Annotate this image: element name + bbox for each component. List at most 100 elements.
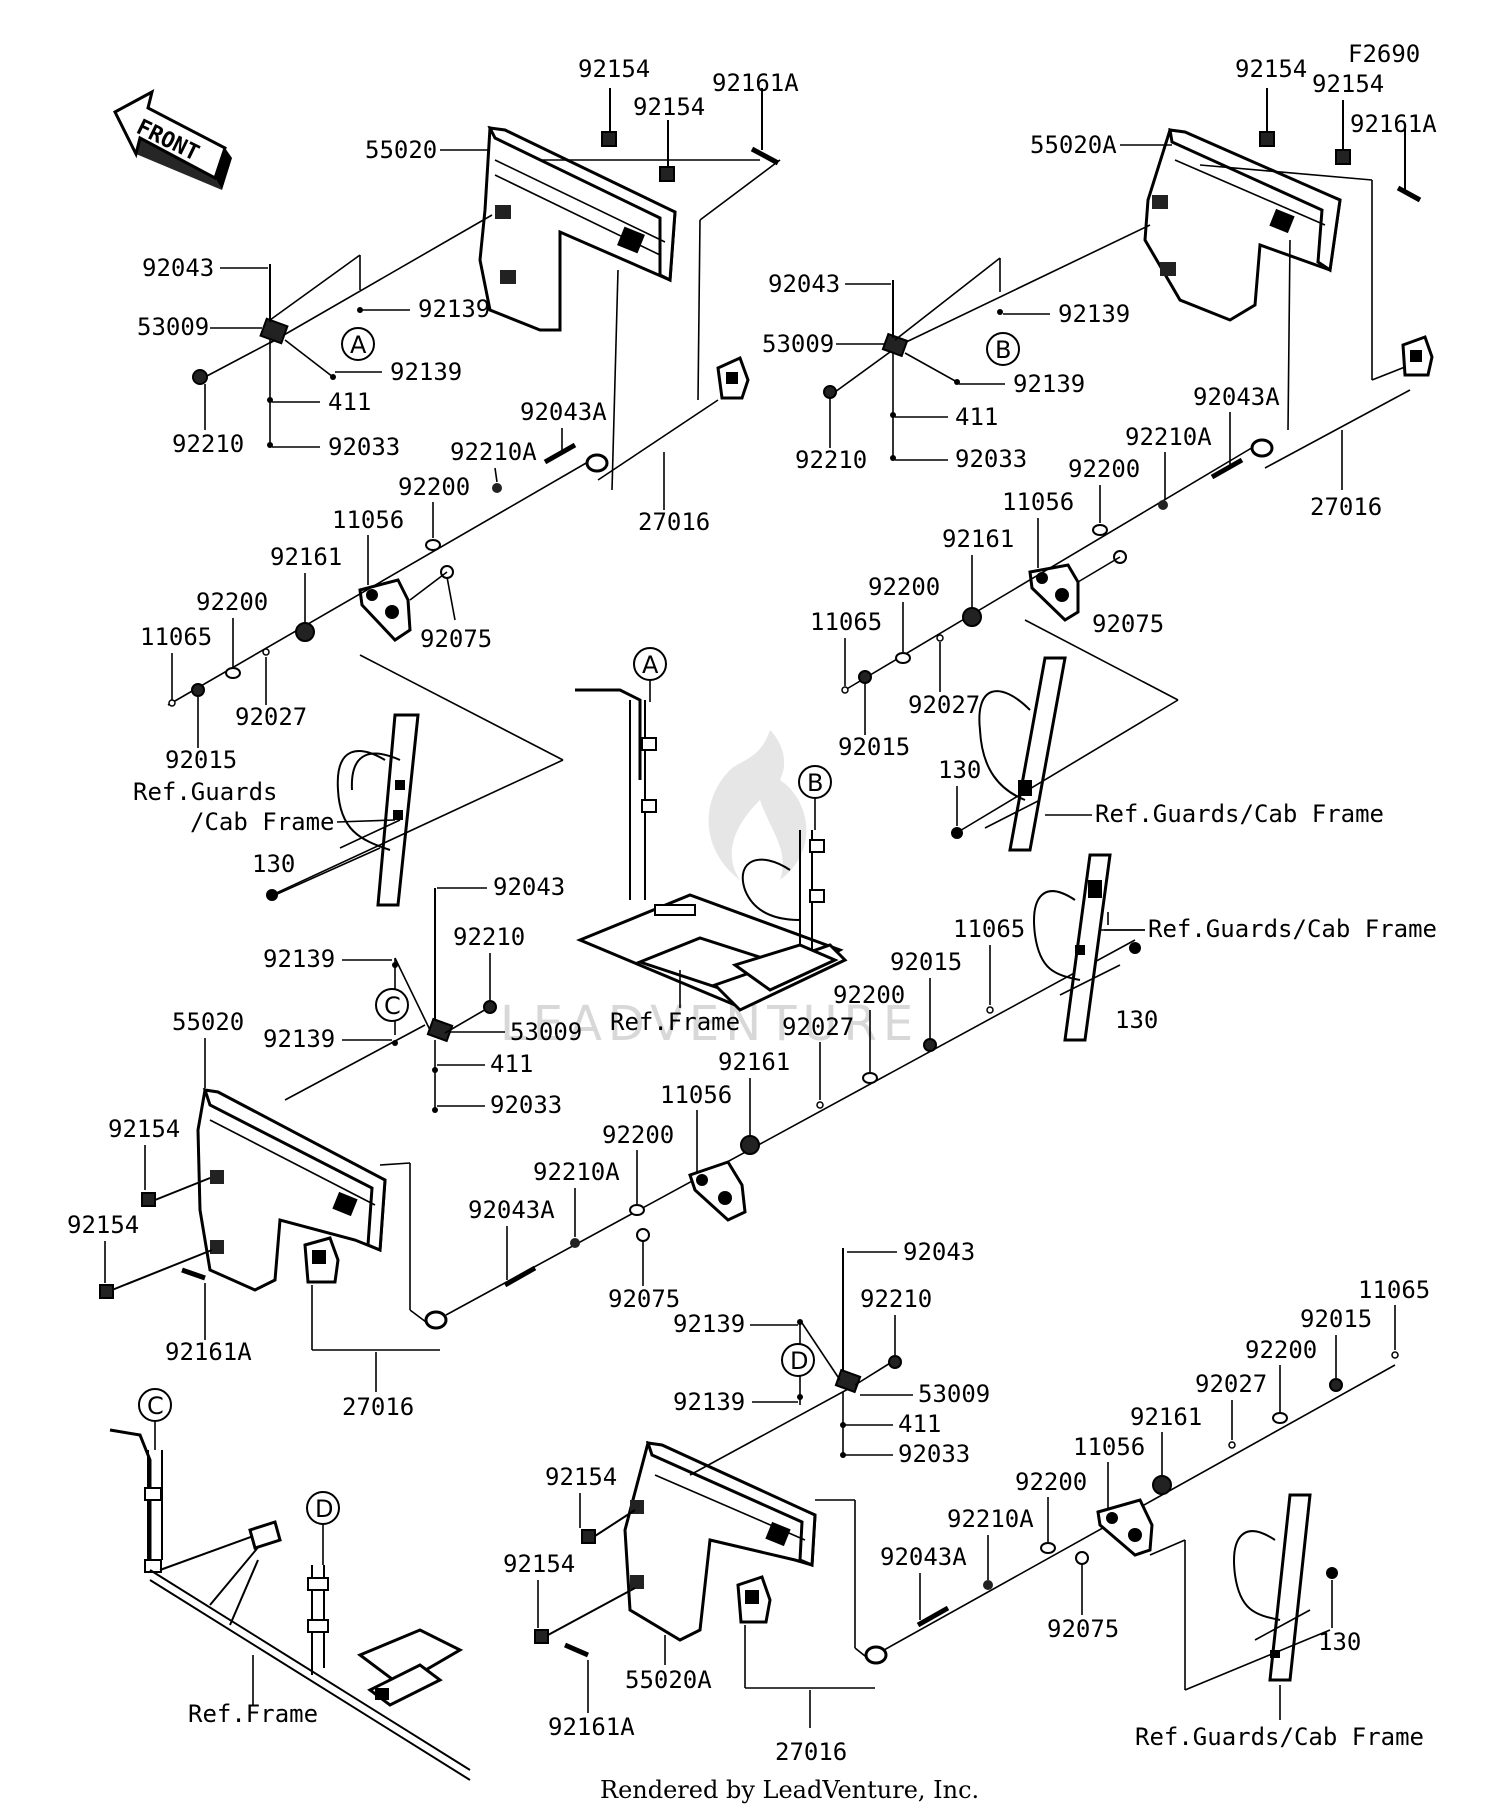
ref-frame-center-label: Ref.Frame	[610, 1008, 740, 1036]
collar-92027	[816, 1101, 824, 1109]
label-92200: 92200	[1245, 1336, 1317, 1364]
assembly-middle-left	[99, 853, 1145, 1392]
bracket-53009	[799, 1248, 896, 1455]
label-55020A: 55020A	[1030, 131, 1117, 159]
bolt-92043A	[543, 442, 577, 465]
label-92210: 92210	[172, 430, 244, 458]
bolt-130	[951, 827, 963, 839]
label-92015: 92015	[890, 948, 962, 976]
label-92139: 92139	[390, 358, 462, 386]
assembly-top-right	[823, 88, 1434, 852]
ref-guards-cab-bottom-right: Ref.Guards/Cab Frame	[1135, 1723, 1424, 1751]
ref-guards-line2: /Cab Frame	[190, 808, 335, 836]
label-27016: 27016	[342, 1393, 414, 1421]
label-92200: 92200	[196, 588, 268, 616]
guard-tube-top-right	[978, 656, 1067, 852]
ref-guards-cab-top-right: Ref.Guards/Cab Frame	[1095, 800, 1384, 828]
bolt-92154	[534, 1587, 636, 1644]
callout-b-top-right: B	[986, 332, 1020, 366]
bushing-92161	[740, 1135, 760, 1155]
watermark-text: LEADVENTURE	[500, 996, 919, 1052]
label-11065: 11065	[140, 623, 212, 651]
mount-11056	[688, 1160, 747, 1222]
collar-92027	[1228, 1441, 1236, 1449]
label-92154: 92154	[578, 55, 650, 83]
collar-92027	[262, 648, 270, 656]
hook-27016	[303, 1236, 340, 1284]
nut-92210A	[570, 1238, 580, 1248]
label-92043: 92043	[142, 254, 214, 282]
label-92200: 92200	[602, 1121, 674, 1149]
washer-92015	[191, 683, 205, 697]
footer-rendered-by: Rendered by LeadVenture, Inc.	[600, 1776, 979, 1804]
label-92043A: 92043A	[880, 1543, 967, 1571]
label-92043A: 92043A	[1193, 383, 1280, 411]
label-92200: 92200	[868, 573, 940, 601]
label-92033: 92033	[328, 433, 400, 461]
label-411: 411	[955, 403, 998, 431]
label-411: 411	[490, 1050, 533, 1078]
washer-92015	[858, 670, 872, 684]
ring-27016	[585, 453, 609, 473]
ring-27016	[424, 1310, 448, 1330]
bolt-92043A	[1210, 457, 1244, 480]
label-92210A: 92210A	[533, 1158, 620, 1186]
label-92200: 92200	[1015, 1468, 1087, 1496]
washer-92200	[425, 539, 441, 551]
label-92075: 92075	[420, 625, 492, 653]
label-53009: 53009	[510, 1018, 582, 1046]
label-92200: 92200	[1068, 455, 1140, 483]
bolt-92154	[141, 1177, 211, 1207]
label-92200: 92200	[833, 981, 905, 1009]
bushing-92161	[1152, 1475, 1172, 1495]
label-92139: 92139	[1058, 300, 1130, 328]
washer-92200	[1040, 1542, 1056, 1554]
pin-92161A	[564, 1642, 589, 1658]
bolt-92154	[1335, 100, 1351, 165]
label-92075: 92075	[1092, 610, 1164, 638]
svg-text:C: C	[147, 1392, 164, 1420]
label-92027: 92027	[1195, 1370, 1267, 1398]
label-92139: 92139	[673, 1310, 745, 1338]
front-arrow-icon: FRONT	[113, 89, 232, 190]
nut-92210	[823, 385, 837, 399]
bolt-92154	[99, 1249, 213, 1299]
figure-code: F2690	[1348, 40, 1420, 68]
label-27016: 27016	[1310, 493, 1382, 521]
label-92033: 92033	[898, 1440, 970, 1468]
label-92161A: 92161A	[1350, 110, 1437, 138]
svg-text:B: B	[807, 769, 823, 797]
assembly-top-left	[167, 88, 781, 907]
assembly-bottom-right	[534, 1248, 1399, 1728]
bumper-55020-top-left	[478, 125, 677, 332]
label-92154: 92154	[633, 93, 705, 121]
ref-guards-cab-middle-right: Ref.Guards/Cab Frame	[1148, 915, 1437, 943]
bushing-92075	[1075, 1551, 1089, 1565]
bracket-53009	[394, 888, 489, 1110]
label-411: 411	[898, 1410, 941, 1438]
nut-11065	[841, 686, 849, 694]
svg-text:D: D	[315, 1495, 333, 1523]
label-130: 130	[938, 756, 981, 784]
ref-frame-bottom-left: Ref.Frame	[109, 1428, 471, 1781]
label-92210: 92210	[860, 1285, 932, 1313]
label-92161: 92161	[270, 543, 342, 571]
nut-92210A	[983, 1580, 993, 1590]
label-92139: 92139	[673, 1388, 745, 1416]
ref-frame-center: Ref.Frame	[575, 688, 848, 1036]
pin-92161A	[750, 88, 780, 166]
nut-92210	[483, 1000, 497, 1014]
label-11065: 11065	[953, 915, 1025, 943]
bumper-55020A-bottom-right	[623, 1387, 851, 1642]
label-27016: 27016	[638, 508, 710, 536]
pin-92161A	[181, 1267, 206, 1281]
label-92154: 92154	[67, 1211, 139, 1239]
label-92043: 92043	[768, 270, 840, 298]
washer-92200	[629, 1204, 645, 1216]
bracket-53009	[834, 257, 1001, 458]
hook-27016	[736, 1575, 772, 1624]
label-11065: 11065	[810, 608, 882, 636]
label-130: 130	[1115, 1006, 1158, 1034]
svg-text:A: A	[642, 651, 659, 679]
pin-92161A	[1396, 125, 1422, 203]
